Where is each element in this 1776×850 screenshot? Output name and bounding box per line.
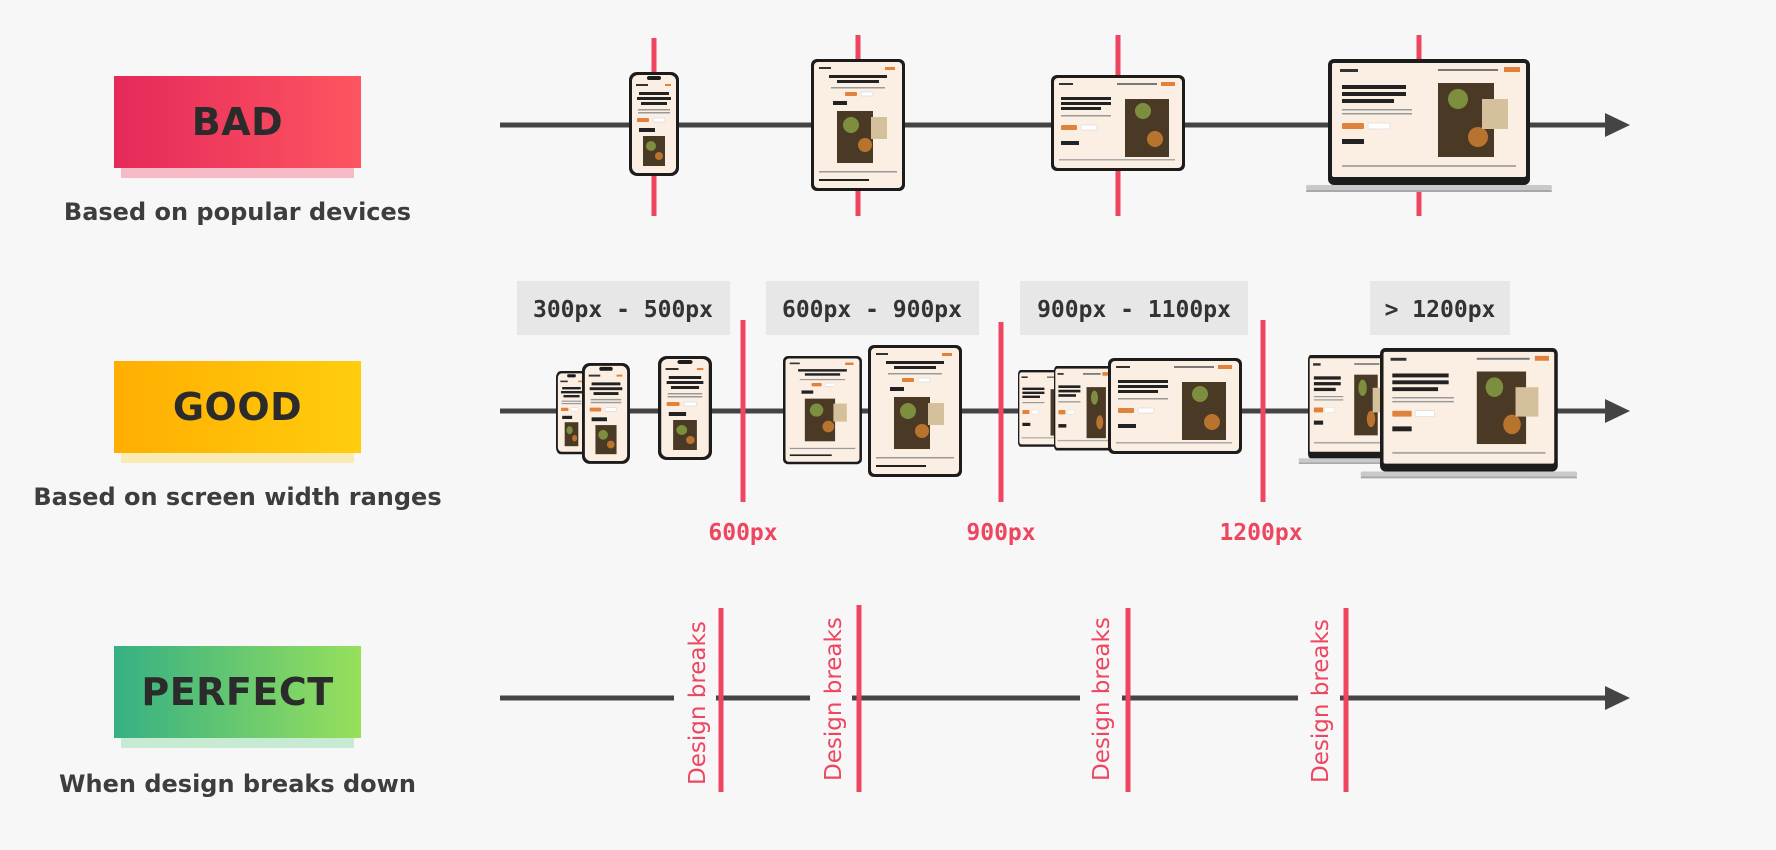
range-badge-4: > 1200px [1385, 297, 1496, 323]
good-device-landscape-2 [1053, 365, 1114, 451]
perfect-axis-arrow [1605, 686, 1630, 710]
breakpoint-label-900: 900px [966, 520, 1035, 546]
good-device-phone-3 [657, 355, 713, 461]
bad-device-laptop [1305, 58, 1553, 193]
good-device-tablet-1 [782, 355, 863, 465]
bad-device-phone [628, 71, 680, 177]
design-break-4-gap [1298, 690, 1340, 706]
range-badge-4-bg [1370, 281, 1510, 335]
good-device-landscape-3 [1107, 357, 1243, 455]
bad-device-landscape-tablet [1050, 74, 1186, 172]
good-device-tablet-2 [867, 344, 963, 478]
perfect-row: Design breaks Design breaks Design break… [500, 605, 1630, 792]
design-break-1-label: Design breaks [685, 621, 711, 785]
range-badge-2: 600px - 900px [782, 297, 962, 323]
label-good-text: GOOD [114, 361, 361, 453]
subtitle-perfect: When design breaks down [59, 770, 416, 798]
breakpoint-label-600: 600px [708, 520, 777, 546]
range-badge-1-bg [517, 281, 730, 335]
label-bad: BAD [114, 76, 361, 178]
good-row: 300px - 500px 600px - 900px 900px - 1100… [500, 281, 1630, 546]
subtitle-bad: Based on popular devices [63, 198, 412, 226]
label-perfect-text: PERFECT [114, 646, 361, 738]
bad-row [500, 35, 1630, 216]
good-axis-arrow [1605, 399, 1630, 423]
design-break-2-gap [810, 690, 852, 706]
breakpoint-label-1200: 1200px [1219, 520, 1302, 546]
bad-axis-arrow [1605, 113, 1630, 137]
good-device-laptop-2 [1360, 347, 1578, 479]
label-bad-text: BAD [114, 76, 361, 168]
label-good: GOOD [114, 361, 361, 463]
subtitle-good: Based on screen width ranges [33, 483, 442, 511]
design-break-4-label: Design breaks [1308, 619, 1334, 783]
bad-device-tablet [810, 58, 906, 192]
design-break-1-gap [674, 690, 716, 706]
range-badge-3: 900px - 1100px [1037, 297, 1231, 323]
design-break-3-label: Design breaks [1089, 617, 1115, 781]
range-badge-1: 300px - 500px [533, 297, 713, 323]
design-break-2-label: Design breaks [821, 617, 847, 781]
range-badge-3-bg [1020, 281, 1248, 335]
label-perfect: PERFECT [114, 646, 361, 748]
good-device-phone-2 [581, 362, 631, 465]
range-badge-2-bg [766, 281, 979, 335]
design-break-3-gap [1080, 690, 1122, 706]
